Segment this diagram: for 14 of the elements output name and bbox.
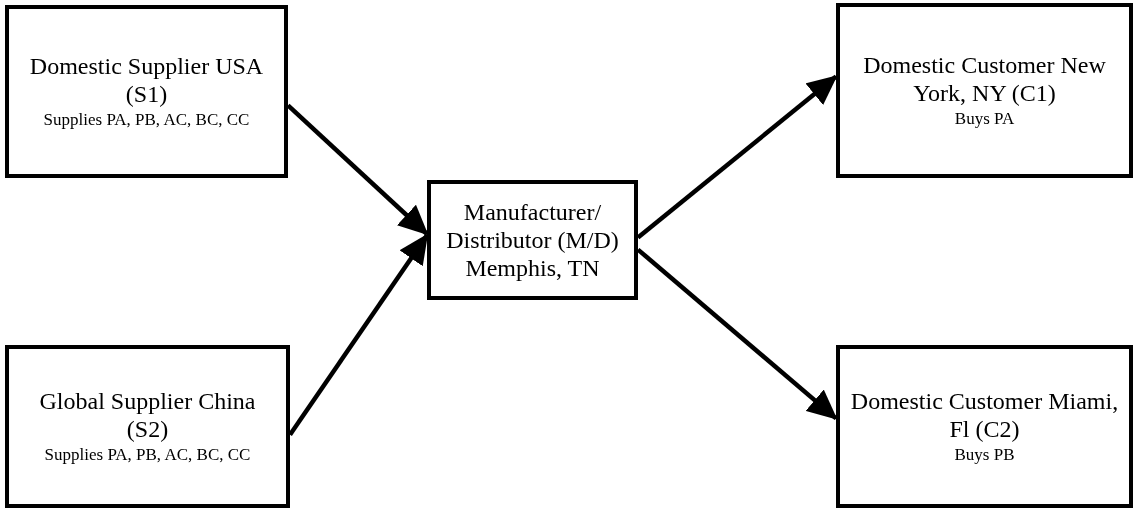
box-note: Supplies PA, PB, AC, BC, CC	[43, 109, 250, 131]
process-box	[836, 345, 1133, 508]
process-box	[5, 5, 288, 178]
box-title: Domestic Customer Miami, Fl (C2)	[849, 387, 1120, 443]
box-note: Supplies PA, PB, AC, BC, CC	[44, 444, 251, 466]
process-box	[5, 345, 290, 508]
box-title: Global Supplier China (S2)	[38, 387, 257, 443]
box-title: Domestic Supplier USA (S1)	[28, 52, 265, 108]
box-title: Manufacturer/ Distributor (M/D) Memphis, TN	[445, 198, 620, 282]
box-note: Buys PB	[954, 444, 1015, 466]
process-box	[836, 3, 1133, 178]
box-title: Domestic Customer New York, NY (C1)	[862, 51, 1107, 107]
box-note: Buys PA	[954, 108, 1015, 130]
process-box	[427, 180, 638, 300]
